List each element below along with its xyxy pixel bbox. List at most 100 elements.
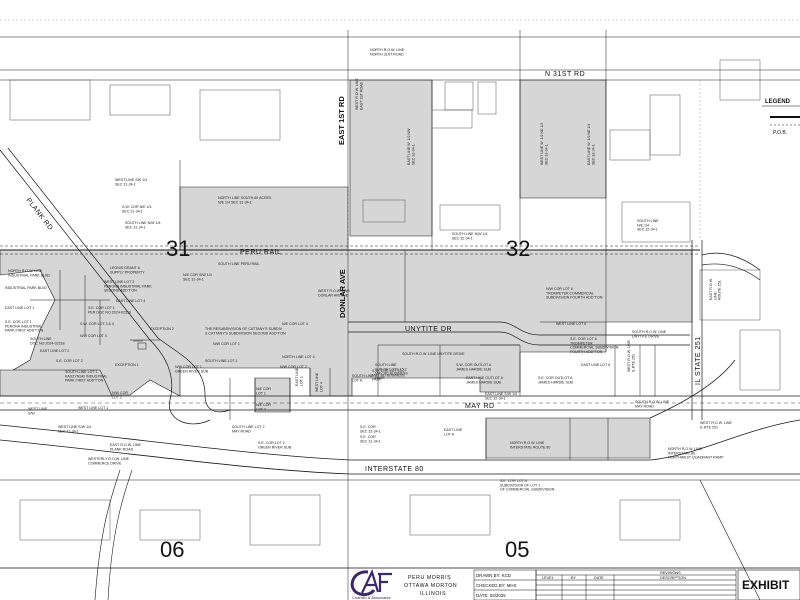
- parcel-north-east: [519, 79, 607, 199]
- label-nw-cor-lot4: N/W COR LOT 4: [80, 334, 107, 338]
- rev-date: DATE: [594, 576, 604, 580]
- label-nw-cor-lot2: N/W COR LOT 2: [280, 365, 307, 369]
- label-north-row-peru-1: INDUSTRIAL PARK BLVD: [8, 273, 50, 277]
- label-west-row-il251-0: WEST R.O.W. LINE: [627, 340, 631, 372]
- label-se-cor-lota-1: SUBDIVISION OF LOT 1: [500, 483, 540, 487]
- label-sw-cor-outlot-1: JAMES HARDIE SUB: [456, 367, 492, 371]
- label-east-row-il251-1: LINE: [713, 291, 717, 300]
- label-south-row-unytite2-1: UNYTITE DRIVE: [632, 334, 660, 338]
- label-western-row-commerce-0: WESTERLY R.O.W. LINE: [88, 457, 130, 461]
- label-se-cor-sec-0: S.E. COR: [360, 425, 376, 429]
- label-se-cor-lot2b-1: GREEN RIVER SUB: [258, 445, 292, 449]
- label-se-cor-lot1-0: S.E. COR LOT 1: [5, 320, 32, 324]
- label-east-line-lot1b-0: EAST LINE: [295, 367, 299, 386]
- unytite-drive: [348, 321, 690, 346]
- label-se-cor-lot1-1: PERONA INDUSTRIAL: [5, 324, 42, 328]
- label-north-row-line-31st-0: NORTH R.O.W. LINE: [370, 48, 405, 52]
- road-n-31st: N 31ST RD: [545, 71, 585, 78]
- label-se-cor-sec31-1: SEC 31-34-1: [360, 439, 381, 443]
- label-ne-cor-lot1-0: N/E COR: [256, 387, 271, 391]
- parcel-lines: [30, 250, 656, 460]
- label-south-line-lots-3: PARK: [375, 376, 385, 380]
- label-east-line-w12-ne-0: EAST LINE W. 1/2 NE 1/4: [587, 124, 591, 165]
- label-south-line-lots-0: SOUTH LINE: [375, 363, 397, 367]
- label-se-cor-sec-1: SEC 32-34-1: [360, 429, 381, 433]
- road-donlar-ave: DONLAR AVE: [338, 269, 347, 318]
- label-south-line-nw-32-1: SEC 32-34-1: [452, 236, 473, 240]
- north-31st-road: [0, 69, 800, 81]
- label-east-line-sw14-0: EAST LINE S/W 1/4: [485, 392, 517, 396]
- drawn-by: DRAWN BY: KCD: [476, 573, 511, 578]
- label-east-line-w12-nw-1: SEC 32-34-1: [411, 144, 415, 165]
- label-south-line-doc-1: DOC NO 2024-02318: [30, 341, 65, 345]
- label-west-line-lot3-0: WEST LINE LOT 3: [104, 280, 134, 284]
- label-se-cor-lota-0: S.E. COR LOT A: [500, 479, 527, 483]
- plank-road: [0, 147, 231, 425]
- label-ne-cor-lot1-1: LOT 1: [256, 391, 266, 395]
- logo-c-mark: [350, 570, 376, 597]
- label-west-line-sw-0: WEST LINE S/W 1/4: [58, 425, 91, 429]
- legend-pob: P.O.B.: [773, 130, 787, 136]
- label-leonis-grant-1: SUPPLY PROPERTY: [110, 270, 145, 274]
- label-east-row-plank-0: EAST R.O.W. LINE: [110, 443, 141, 447]
- label-south-row-unytite2-0: SOUTH R.O.W. LINE: [632, 330, 667, 334]
- label-ne-cor-sw14-0: N/E COR S/W 1/4: [183, 273, 212, 277]
- label-se-cor-lot6-3: FOURTH ADD'T'ON: [570, 350, 603, 354]
- label-west-line-lot1: WEST LINE LOT 1: [78, 406, 108, 410]
- label-north-line-lot4: NORTH LINE LOT 4: [282, 355, 315, 359]
- label-east-row-il251-2: ROUTE 251: [718, 280, 722, 300]
- label-south-line-ne-32-0: SOUTH LINE: [637, 219, 659, 223]
- label-south-row-may-1: MAY ROAD: [635, 404, 654, 408]
- label-south-line-lot1-2: PARK FIRST ADD'T'ON: [65, 379, 104, 383]
- label-se-cor-lot1-2: PARK FIRST ADD'T'ON: [5, 329, 44, 333]
- label-resubdiv-1: & CATTANY'S SUBDIVISION SECOND ADD'T'ON: [205, 331, 286, 335]
- label-se-cor-lot2: S.E. COR LOT 2: [56, 359, 83, 363]
- section-06: 06: [160, 537, 184, 562]
- label-north-row-i80-1: INTERSTATE ROUTE 80: [510, 445, 550, 449]
- label-west-line-sw-1: SEC 31-34-1: [58, 429, 79, 433]
- label-nw-cor-lot1c-1: GREEN RIVER SUB: [175, 369, 209, 373]
- shaded-parcels: [0, 79, 693, 459]
- label-east-row-plank-1: PLANK ROAD: [110, 447, 134, 451]
- label-east-row-il251-0: EAST R.O.W.: [709, 278, 713, 300]
- road-il-251: IL STATE 251: [695, 336, 702, 385]
- label-west-row-line-1: IL RTE 251: [700, 425, 718, 429]
- revisions-title: REVISIONS: [660, 571, 681, 575]
- route-251: [691, 240, 761, 420]
- label-west-line-sw2-1: S/W: [28, 411, 35, 415]
- label-leonis-grant-0: LEONIS GRANT &: [110, 266, 141, 270]
- road-east-1st: EAST 1ST RD: [337, 96, 346, 145]
- label-exception-2: EXCEPTION 2: [150, 327, 174, 331]
- checked-by: CHECKED BY: MHS: [476, 583, 517, 588]
- label-south-row-unytite: SOUTH R.O.W. LINE UNYTITE DRIVE: [402, 352, 465, 356]
- label-sw-cor-lot15-0: S.W. COR LOT 15.2: [372, 369, 405, 373]
- label-north-row-ramp-2: NORTHWEST QUADRANT RAMP: [668, 456, 724, 460]
- label-north-line-south-60-1: N/E 1/4 SEC 31-34-1: [218, 200, 252, 204]
- rev-level: LEVEL: [542, 576, 554, 580]
- rev-by: BY: [571, 576, 577, 580]
- label-sw-cor-ne14-0: S.W. COR N/E 1/4: [122, 205, 152, 209]
- label-south-line-nw14-0: SOUTH LINE N/W 1/4: [125, 221, 161, 225]
- label-se-cor-lot1b-0: S.E. COR LOT 1: [88, 306, 115, 310]
- label-se-cor-outlot-1: JAMES HARDIE SUB: [538, 380, 574, 384]
- label-se-cor-lot1b-1: PER DOC NO 2024-02318: [88, 310, 131, 314]
- label-east-line-lot1: EAST LINE LOT 1: [5, 306, 34, 310]
- label-sw-cor-lot15-2: PARK: [372, 378, 382, 382]
- section-31: 31: [166, 236, 190, 261]
- label-nw-cor-lot6-0: N/W COR LOT 6: [546, 287, 573, 291]
- label-east-line-outlot-0: EAST LINE OUTLOT A: [466, 376, 504, 380]
- label-north-row-peru-0: NORTH R.O.W. LINE: [8, 269, 43, 273]
- label-se-cor-outlot-0: S.E. COR OUTLOT A: [538, 376, 573, 380]
- label-west-line-sw2-0: WEST LINE: [28, 407, 48, 411]
- label-west-line-lot6: WEST LINE LOT 6: [556, 322, 586, 326]
- label-east-line-lota-0: EAST LINE: [444, 428, 463, 432]
- label-sw-cor-ne14-1: SEC 31-34-1: [122, 209, 143, 213]
- cities-state: ILLINOIS: [420, 591, 446, 597]
- label-south-line-nw14-1: SEC 31-34-1: [125, 225, 146, 229]
- label-ne-cor-sw14-1: SEC 31-34-1: [183, 277, 204, 281]
- label-south-line-lots-1: SUB OF LOTS 15.2: [375, 367, 407, 371]
- label-west-row-line-0: WEST R.O.W. LINE: [700, 421, 732, 425]
- label-ne-cor-lot2-0: N/E COR: [256, 403, 271, 407]
